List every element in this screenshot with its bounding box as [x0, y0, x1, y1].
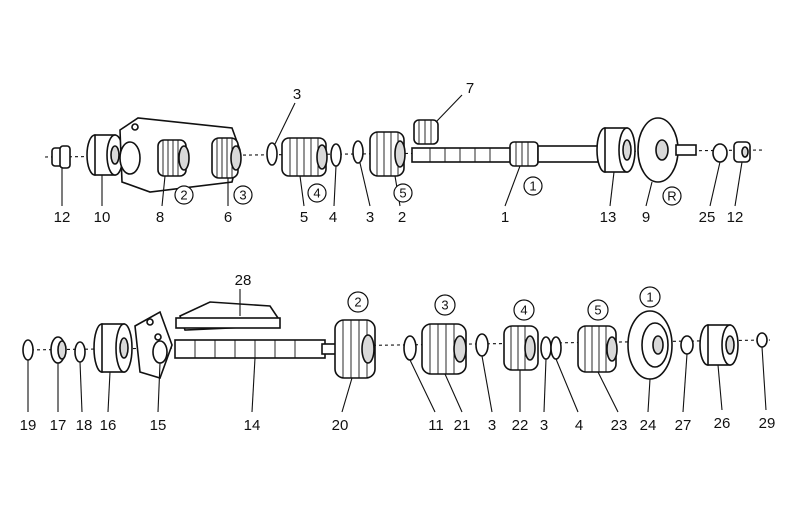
- label-part-13: 13: [600, 209, 617, 226]
- bearing-26: [699, 324, 739, 366]
- gear-marker-5-lower: 5: [587, 299, 609, 321]
- gear-20: [334, 319, 376, 379]
- label-part-1: 1: [501, 209, 509, 226]
- gear-marker-2-lower: 2: [347, 291, 369, 313]
- label-part-29: 29: [759, 415, 776, 432]
- svg-text:4: 4: [520, 303, 527, 318]
- selector-rod-28: [146, 301, 281, 341]
- gear-marker-1-upper: 1: [523, 176, 543, 196]
- svg-text:4: 4: [313, 186, 320, 201]
- label-part-3-upper: 3: [366, 209, 374, 226]
- nut-12-right: [733, 141, 751, 163]
- bearing-16: [93, 323, 133, 373]
- label-part-14: 14: [244, 417, 261, 434]
- label-part-6: 6: [224, 209, 232, 226]
- label-part-2: 2: [398, 209, 406, 226]
- svg-text:3: 3: [239, 188, 246, 203]
- svg-text:1: 1: [529, 179, 536, 194]
- label-part-26: 26: [714, 415, 731, 432]
- circlip-19: [22, 339, 34, 361]
- label-part-23: 23: [611, 417, 628, 434]
- lay-shaft-14: [174, 339, 353, 359]
- label-part-3-lower-left: 3: [488, 417, 496, 434]
- gear-marker-3-lower: 3: [434, 294, 456, 316]
- svg-text:5: 5: [594, 303, 601, 318]
- needle-bearing-7: [413, 119, 439, 145]
- gear-22: [503, 325, 539, 371]
- gear-2: [369, 131, 406, 177]
- label-part-18: 18: [76, 417, 93, 434]
- washer-11: [403, 335, 417, 361]
- main-shaft-1: [411, 141, 599, 167]
- label-part-4-lower: 4: [575, 417, 583, 434]
- washer-4-lower: [550, 336, 562, 360]
- label-part-8: 8: [156, 209, 164, 226]
- label-part-9: 9: [642, 209, 650, 226]
- label-part-12-left: 12: [54, 209, 71, 226]
- gear-5: [281, 137, 328, 177]
- nut-12-left: [51, 145, 71, 169]
- label-part-11: 11: [428, 417, 444, 434]
- gear-marker-5-upper: 5: [393, 183, 413, 203]
- label-part-16: 16: [100, 417, 117, 434]
- washer-4-upper: [330, 143, 342, 167]
- washer-3-lower-right: [540, 336, 552, 360]
- bearing-13: [596, 127, 636, 173]
- gear-marker-3-upper: 3: [233, 185, 253, 205]
- gear-marker-4-lower: 4: [513, 299, 535, 321]
- label-part-24: 24: [640, 417, 657, 434]
- label-part-3-lower-right: 3: [540, 417, 548, 434]
- svg-text:1: 1: [646, 290, 653, 305]
- washer-3-lower-left: [475, 333, 489, 357]
- washer-27: [680, 335, 694, 355]
- svg-text:5: 5: [399, 186, 406, 201]
- gear-6: [211, 137, 242, 179]
- label-part-19: 19: [20, 417, 37, 434]
- label-part-20: 20: [332, 417, 349, 434]
- gear-9-reverse: [637, 117, 697, 183]
- svg-text:2: 2: [354, 295, 361, 310]
- clip-29: [756, 332, 768, 348]
- label-part-12-right: 12: [727, 209, 744, 226]
- label-part-17: 17: [50, 417, 67, 434]
- label-part-10: 10: [94, 209, 111, 226]
- label-part-28: 28: [235, 272, 252, 289]
- gear-8: [157, 139, 190, 177]
- ring-17: [50, 336, 67, 364]
- gear-24: [627, 310, 673, 380]
- gear-21: [421, 323, 467, 375]
- label-part-5: 5: [300, 209, 308, 226]
- washer-25: [712, 143, 728, 163]
- label-part-15: 15: [150, 417, 167, 434]
- gear-marker-r-upper: R: [662, 186, 682, 206]
- lower-assembly: [22, 289, 771, 413]
- washer-3-upper-left: [266, 142, 278, 166]
- svg-text:R: R: [667, 189, 676, 204]
- svg-text:3: 3: [441, 298, 448, 313]
- gear-23: [577, 325, 618, 373]
- bearing-10: [86, 134, 124, 176]
- label-part-22: 22: [512, 417, 529, 434]
- label-part-25: 25: [699, 209, 716, 226]
- oring-18: [74, 341, 86, 363]
- flange-15: [134, 310, 173, 379]
- gear-marker-2-upper: 2: [174, 185, 194, 205]
- gear-marker-1-lower: 1: [639, 286, 661, 308]
- label-part-21: 21: [454, 417, 471, 434]
- washer-3-upper-right: [352, 140, 364, 164]
- svg-text:2: 2: [180, 188, 187, 203]
- label-part-27: 27: [675, 417, 692, 434]
- gear-marker-4-upper: 4: [307, 183, 327, 203]
- upper-assembly: [44, 94, 766, 207]
- label-part-4-upper: 4: [329, 209, 337, 226]
- label-part-3-top: 3: [293, 86, 301, 103]
- label-part-7: 7: [466, 80, 474, 97]
